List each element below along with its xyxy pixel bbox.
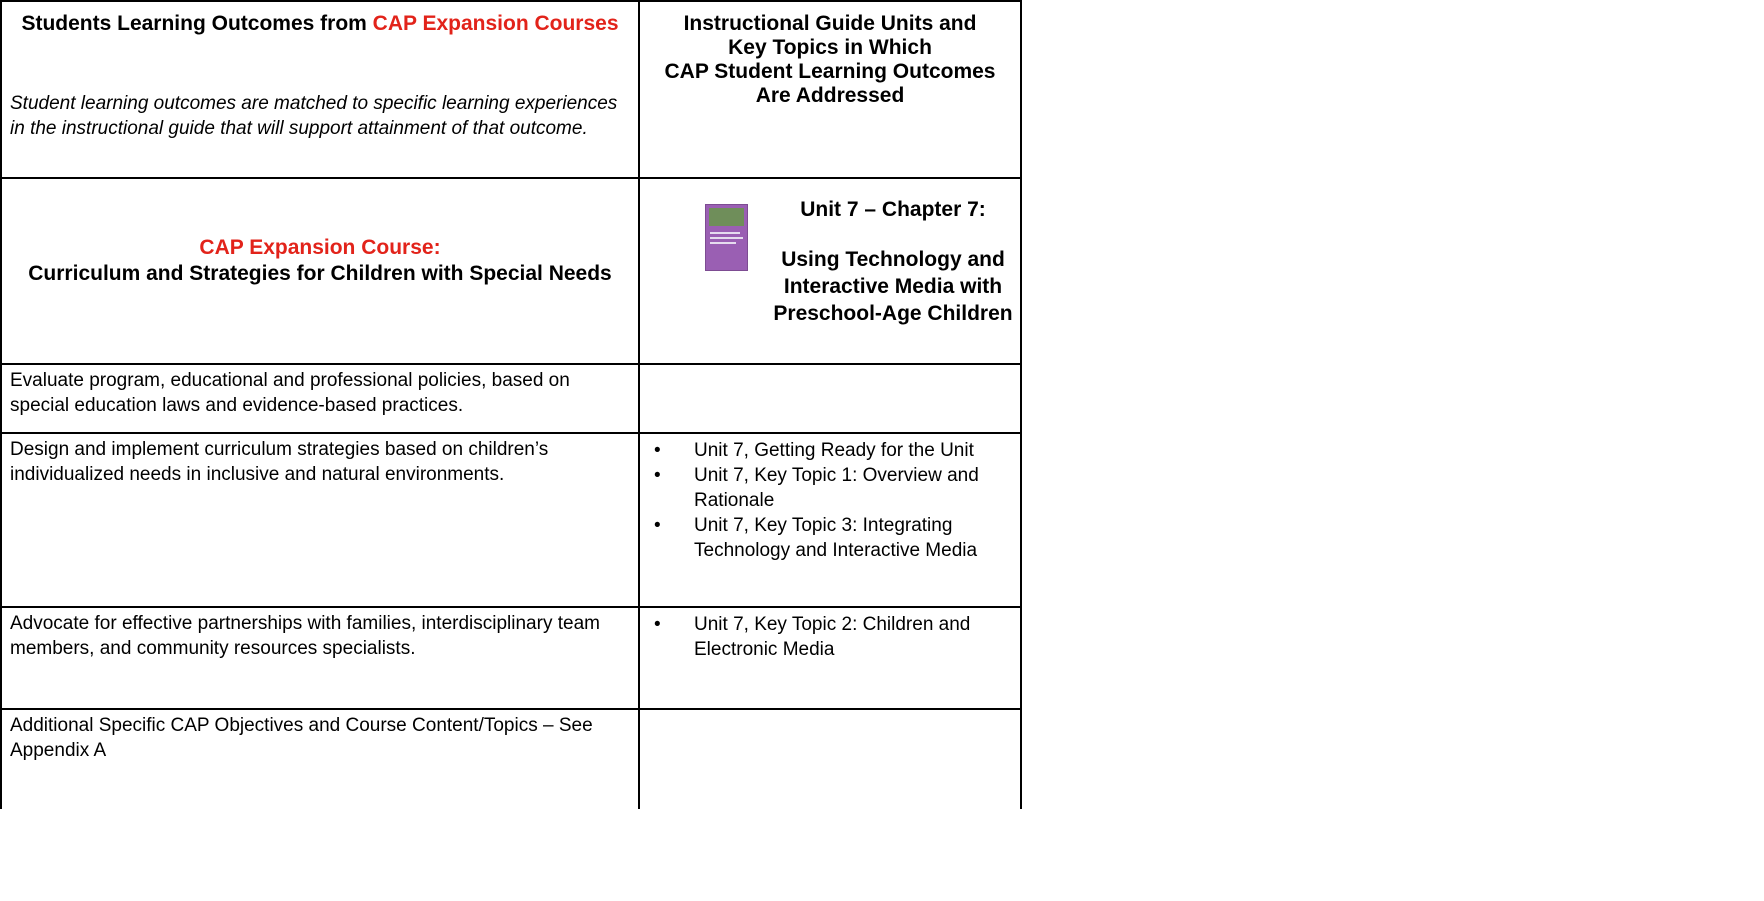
table-row: Advocate for effective partnerships with… (0, 606, 640, 710)
topics-cell: Unit 7, Getting Ready for the Unit Unit … (638, 432, 1022, 608)
topic-list: Unit 7, Getting Ready for the Unit Unit … (640, 434, 1020, 563)
header-right-cell: Instructional Guide Units and Key Topics… (638, 0, 1022, 179)
left-title: Students Learning Outcomes from CAP Expa… (21, 12, 619, 35)
outcome-text: Design and implement curriculum strategi… (10, 439, 549, 485)
right-title: Instructional Guide Units and Key Topics… (664, 12, 996, 107)
outcome-text: Additional Specific CAP Objectives and C… (10, 715, 593, 761)
topics-cell (638, 708, 1022, 809)
course-heading: CAP Expansion Course: Curriculum and Str… (2, 179, 638, 287)
left-title-highlight: CAP Expansion Courses (372, 12, 619, 35)
outcome-text: Advocate for effective partnerships with… (10, 613, 600, 659)
topics-cell: Unit 7, Key Topic 2: Children and Electr… (638, 606, 1022, 710)
list-item: Unit 7, Key Topic 3: Integrating Technol… (640, 513, 1020, 563)
list-item: Unit 7, Key Topic 1: Overview and Ration… (640, 463, 1020, 513)
topics-cell (638, 363, 1022, 434)
outcomes-table: Students Learning Outcomes from CAP Expa… (0, 0, 1022, 809)
course-label: CAP Expansion Course: (199, 236, 441, 259)
left-subtitle: Student learning outcomes are matched to… (10, 93, 618, 139)
table-row: Design and implement curriculum strategi… (0, 432, 640, 608)
unit-cell: Unit 7 – Chapter 7: Using Technology and… (638, 177, 1022, 365)
course-cell: CAP Expansion Course: Curriculum and Str… (0, 177, 640, 365)
list-item: Unit 7, Getting Ready for the Unit (640, 438, 1020, 463)
book-cover-image (705, 204, 748, 271)
outcome-text: Evaluate program, educational and profes… (10, 370, 570, 416)
table-row: Additional Specific CAP Objectives and C… (0, 708, 640, 809)
unit-title: Unit 7 – Chapter 7: (800, 198, 986, 221)
list-item: Unit 7, Key Topic 2: Children and Electr… (640, 612, 1020, 662)
topic-list: Unit 7, Key Topic 2: Children and Electr… (640, 608, 1020, 662)
table-row: Evaluate program, educational and profes… (0, 363, 640, 434)
course-name: Curriculum and Strategies for Children w… (28, 262, 612, 285)
header-left-cell: Students Learning Outcomes from CAP Expa… (0, 0, 640, 179)
unit-subtitle: Using Technology and Interactive Media w… (773, 248, 1013, 325)
